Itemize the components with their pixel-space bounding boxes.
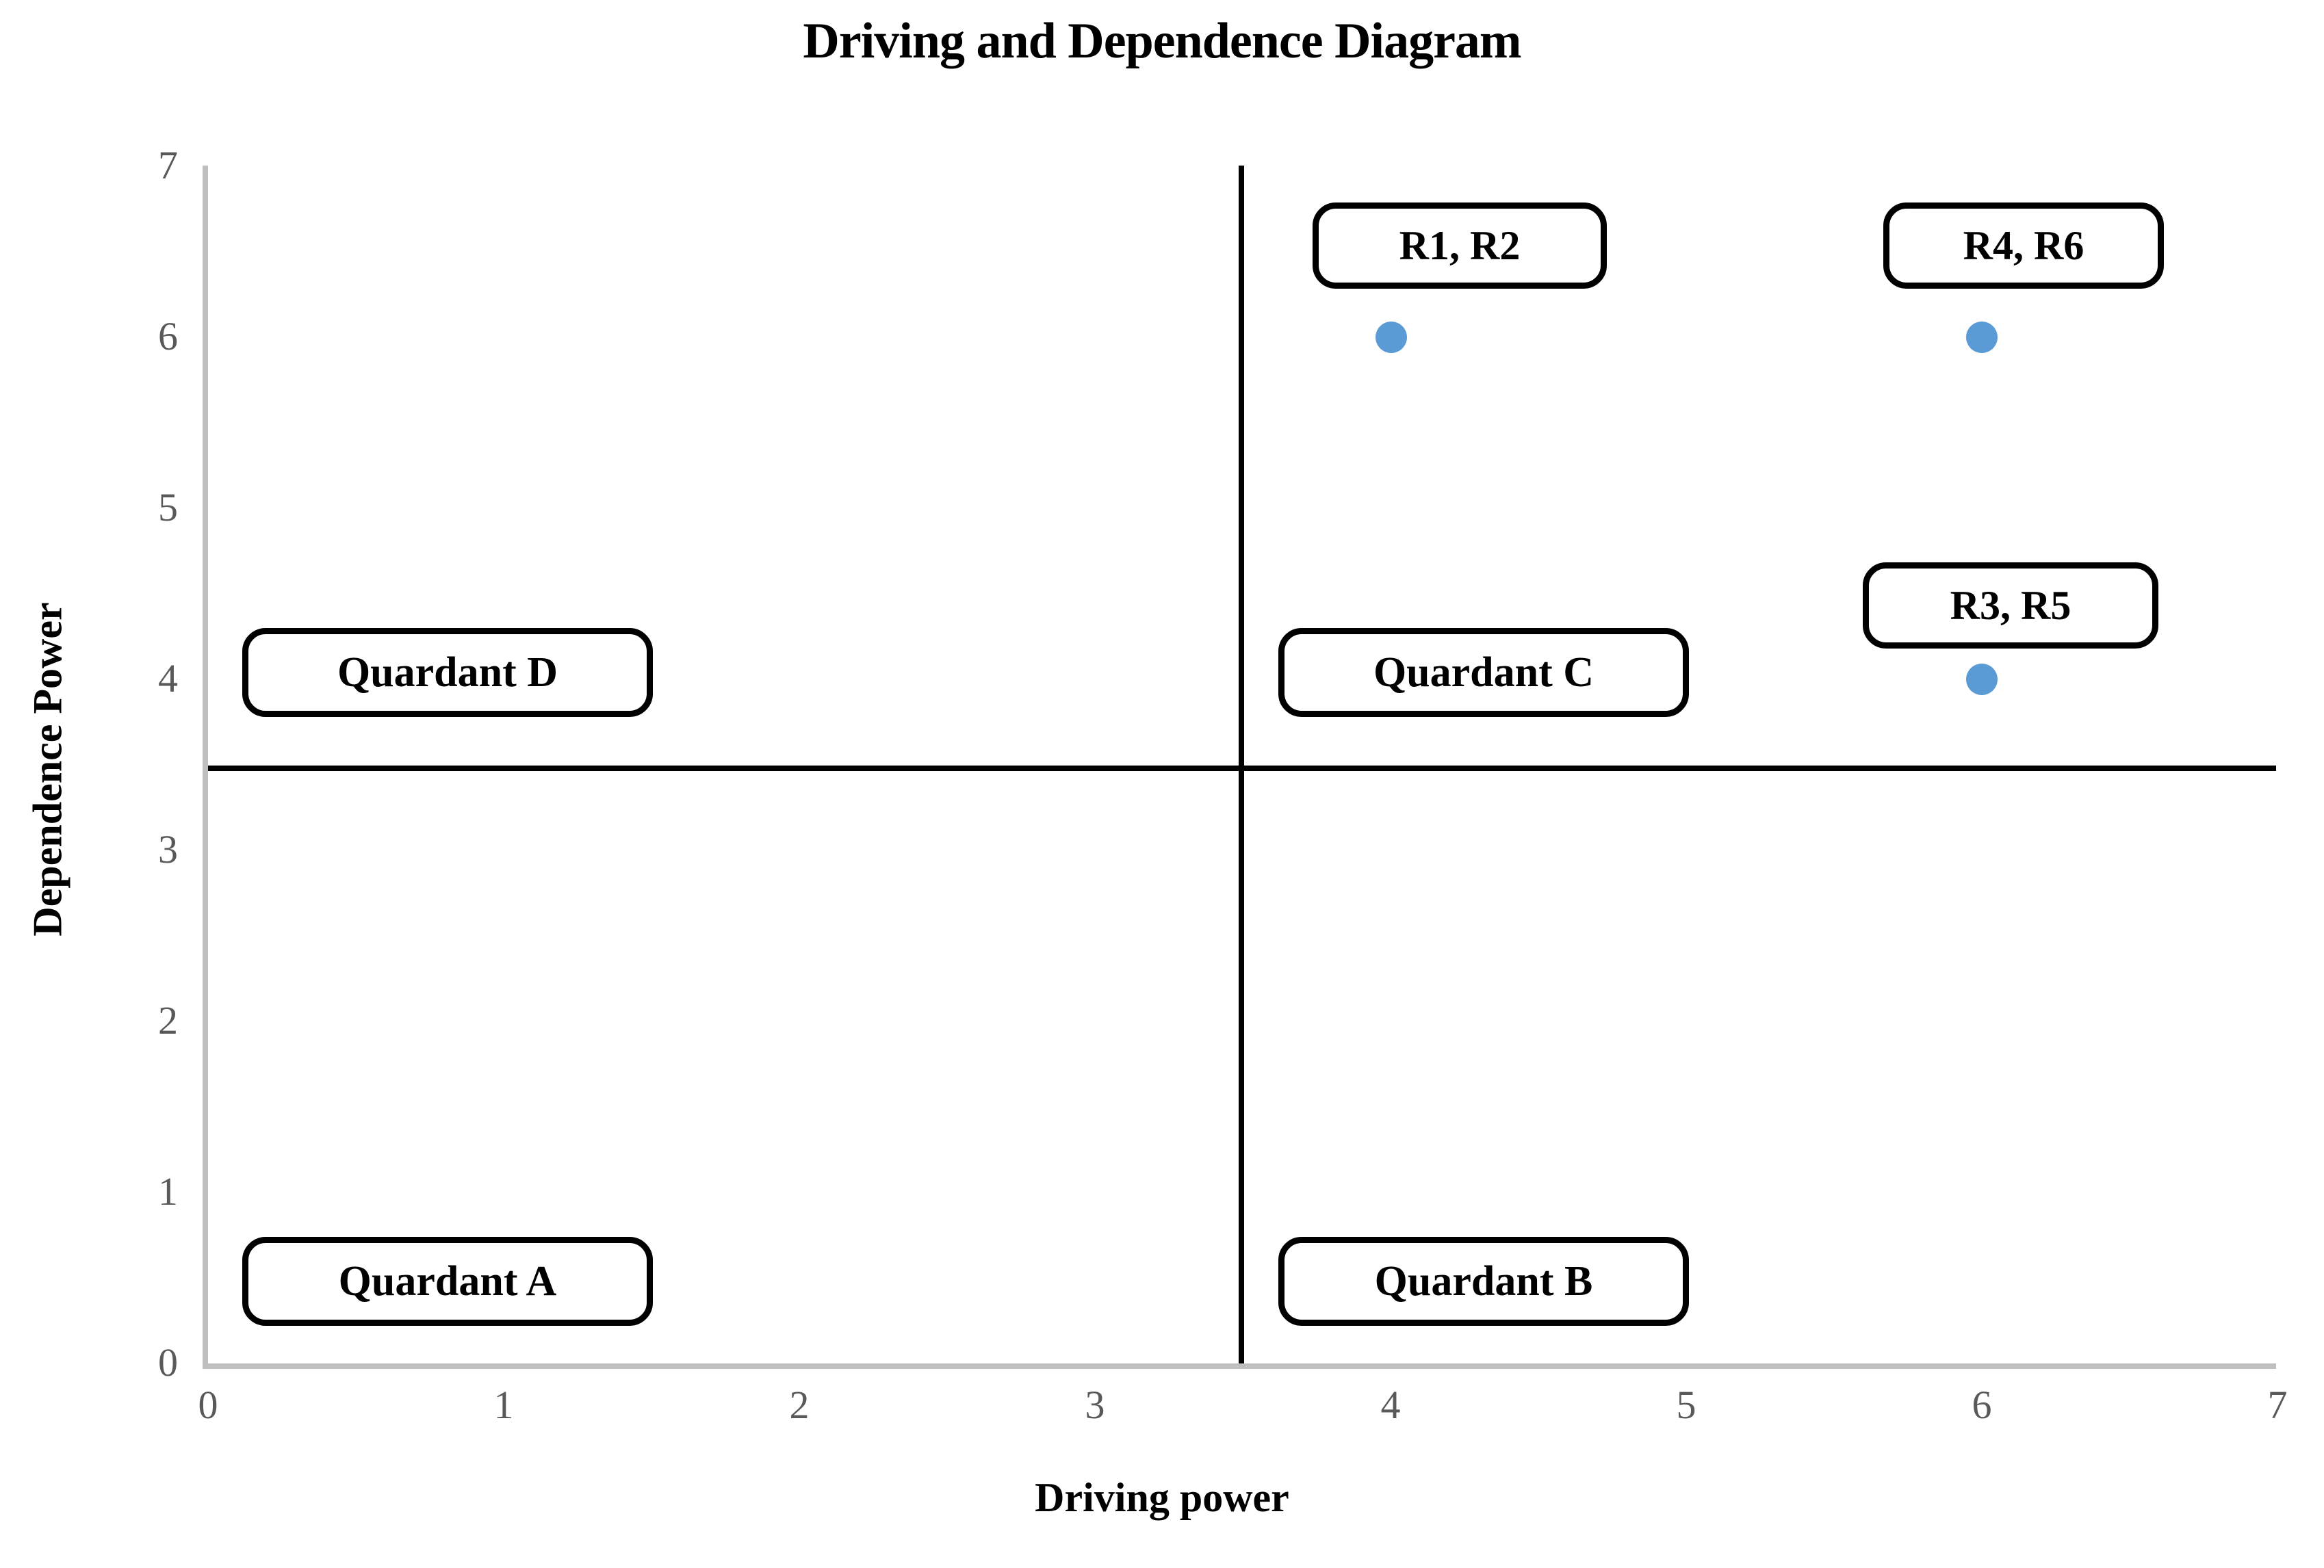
data-point-r3-r5[interactable] <box>1966 664 1998 695</box>
quadrant-divider-horizontal <box>208 766 2276 771</box>
x-tick-label-6: 6 <box>1972 1383 1992 1427</box>
x-tick-label-3: 3 <box>1085 1383 1105 1427</box>
quadrant-label-d[interactable]: Quardant D <box>242 628 653 717</box>
plot-area <box>203 166 2276 1369</box>
y-axis-title: Dependence Power <box>25 602 70 937</box>
x-tick-label-7: 7 <box>2267 1383 2288 1427</box>
quadrant-label-c[interactable]: Quardant C <box>1278 628 1689 717</box>
quadrant-divider-vertical <box>1239 166 1244 1363</box>
x-tick-label-2: 2 <box>789 1383 810 1427</box>
x-tick-label-5: 5 <box>1676 1383 1696 1427</box>
x-tick-label-4: 4 <box>1380 1383 1401 1427</box>
point-label-r3-r5[interactable]: R3, R5 <box>1863 562 2158 649</box>
x-tick-label-1: 1 <box>493 1383 514 1427</box>
quadrant-label-b[interactable]: Quardant B <box>1278 1237 1689 1326</box>
y-tick-label-2: 2 <box>158 998 178 1043</box>
point-label-r1-r2[interactable]: R1, R2 <box>1313 202 1607 289</box>
y-tick-label-6: 6 <box>158 314 178 358</box>
y-axis-line <box>203 166 208 1369</box>
y-tick-label-4: 4 <box>158 656 178 701</box>
point-label-r4-r6[interactable]: R4, R6 <box>1883 202 2164 289</box>
y-tick-label-7: 7 <box>158 143 178 187</box>
y-tick-label-0: 0 <box>158 1340 178 1385</box>
y-tick-label-5: 5 <box>158 485 178 530</box>
data-point-r4-r6[interactable] <box>1966 322 1998 353</box>
x-axis-title: Driving power <box>1035 1475 1289 1520</box>
x-axis-line <box>203 1363 2276 1369</box>
chart-title: Driving and Dependence Diagram <box>803 13 1521 69</box>
y-tick-label-3: 3 <box>158 827 178 872</box>
y-tick-label-1: 1 <box>158 1169 178 1214</box>
data-point-r1-r2[interactable] <box>1376 322 1407 353</box>
quadrant-label-a[interactable]: Quardant A <box>242 1237 653 1326</box>
x-tick-label-0: 0 <box>198 1383 218 1427</box>
